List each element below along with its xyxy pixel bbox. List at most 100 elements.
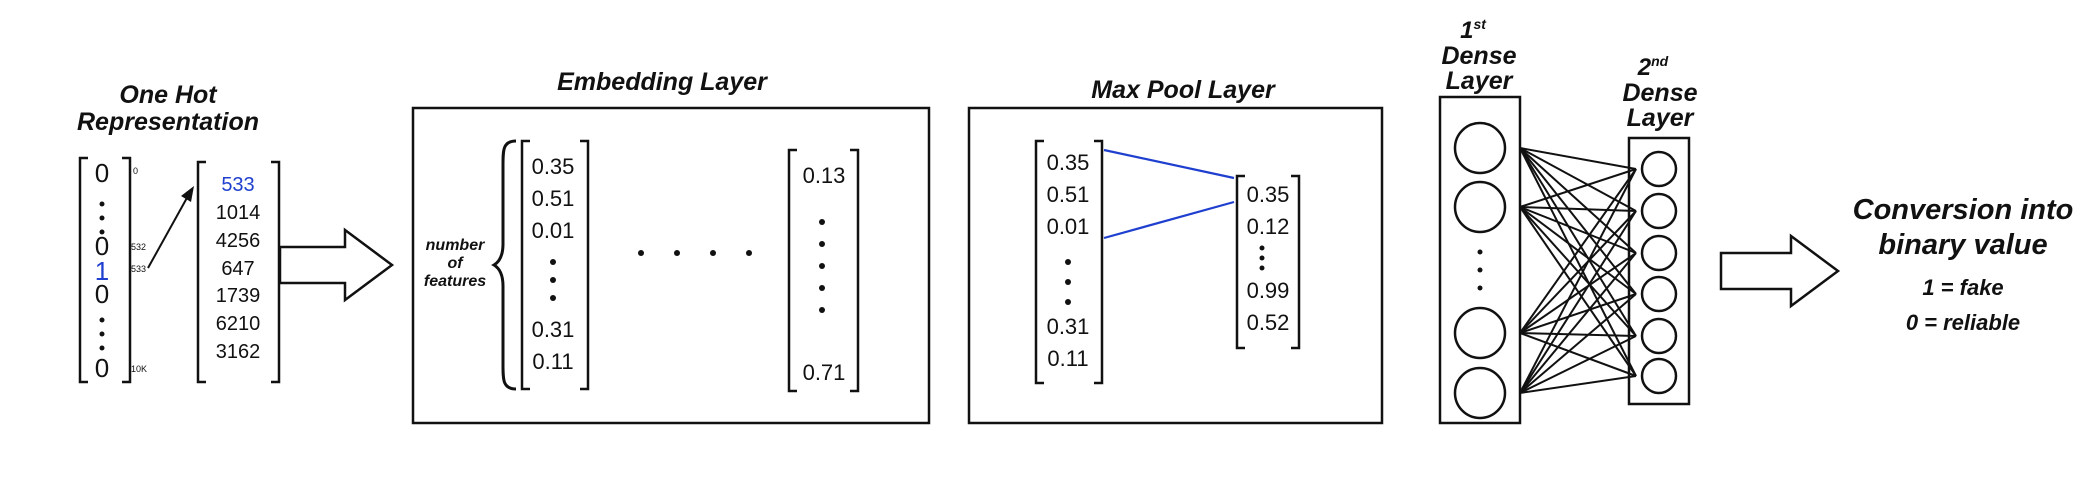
word-id-6: 3162 — [216, 341, 261, 363]
word-id-right-bracket — [271, 160, 281, 384]
flow-arrow-to-embedding — [278, 227, 395, 303]
conversion-title-line1: Conversion into — [1853, 194, 2074, 226]
embedding-last-value-top: 0.13 — [803, 163, 846, 188]
maxpool-input-dot — [1065, 299, 1071, 305]
dense2-neuron — [1640, 275, 1678, 313]
maxpool-output-0: 0.35 — [1247, 182, 1290, 207]
embedding-value-n1: 0.31 — [532, 317, 575, 342]
maxpool-box — [967, 106, 1384, 425]
word-id-5: 6210 — [216, 313, 261, 335]
embedding-last-dot — [819, 219, 825, 225]
dense2-neuron — [1640, 234, 1678, 272]
embedding-value-1: 0.51 — [532, 186, 575, 211]
dense2-ordinal: 2nd — [1637, 53, 1669, 81]
dense1-neuron — [1453, 180, 1507, 234]
word-id-left-bracket — [196, 160, 206, 384]
embedding-last-dot — [819, 263, 825, 269]
dense1-ordinal-num: 1 — [1460, 17, 1473, 44]
conversion-title-line2: binary value — [1878, 229, 2047, 261]
index-label-0: 0 — [133, 166, 138, 176]
lookup-arrow-head — [181, 186, 194, 202]
one-hot-value-533: 1 — [95, 256, 109, 286]
word-id-3: 647 — [221, 258, 254, 280]
dense2-ordinal-num: 2 — [1637, 54, 1652, 81]
one-hot-title-line1: One Hot — [119, 81, 218, 109]
embedding-value-0: 0.35 — [532, 154, 575, 179]
embedding-last-dot — [819, 307, 825, 313]
conversion-reliable-label: 0 = reliable — [1906, 310, 2020, 335]
one-hot-value-last: 0 — [95, 353, 109, 383]
maxpool-output-right-bracket — [1291, 174, 1301, 350]
dense-connections — [1519, 147, 1637, 394]
index-label-533: 533 — [131, 264, 146, 274]
maxpool-input-0: 0.35 — [1047, 150, 1090, 175]
features-label-line3: features — [424, 273, 486, 290]
maxpool-output-left-bracket — [1235, 174, 1245, 350]
maxpool-input-n1: 0.31 — [1047, 314, 1090, 339]
one-hot-value-0: 0 — [95, 158, 109, 188]
maxpool-output-1: 0.12 — [1247, 214, 1290, 239]
dense2-neuron — [1640, 357, 1678, 395]
dense1-ordinal-sup: st — [1473, 16, 1487, 32]
dense1-neuron — [1453, 306, 1507, 360]
features-label-line1: number — [426, 237, 485, 254]
index-label-532: 532 — [131, 242, 146, 252]
maxpool-output-dot — [1259, 265, 1265, 271]
embedding-dot — [550, 259, 556, 265]
dense1-ellipsis-dot — [1477, 285, 1483, 291]
one-hot-dot — [99, 345, 105, 351]
one-hot-dot — [99, 215, 105, 221]
one-hot-value-532: 0 — [95, 231, 109, 261]
word-id-4: 1739 — [216, 285, 261, 307]
dense1-neuron — [1453, 366, 1507, 420]
word-id-0: 533 — [221, 174, 254, 196]
dense1-title-line2: Layer — [1446, 67, 1514, 95]
one-hot-dot — [99, 331, 105, 337]
ellipsis-dot — [674, 250, 680, 256]
dense1-ellipsis-dot — [1477, 267, 1483, 273]
embedding-title: Embedding Layer — [557, 68, 768, 96]
pool-connection-line — [1103, 200, 1235, 240]
maxpool-input-right-bracket — [1094, 139, 1104, 385]
embedding-box — [411, 106, 931, 425]
embedding-value-n2: 0.11 — [532, 349, 573, 374]
one-hot-left-bracket — [78, 156, 88, 384]
ellipsis-dot — [638, 250, 644, 256]
dense2-neuron — [1640, 192, 1678, 230]
embedding-dot — [550, 277, 556, 283]
index-label-10k: 10K — [131, 364, 147, 374]
dense2-neuron — [1640, 150, 1678, 188]
one-hot-right-bracket — [122, 156, 132, 384]
embedding-dot — [550, 295, 556, 301]
dense1-title-line1: Dense — [1441, 42, 1516, 70]
word-id-2: 4256 — [216, 230, 261, 252]
pool-connection-line — [1103, 148, 1235, 180]
flow-arrow-to-conversion — [1719, 233, 1841, 309]
maxpool-output-n1: 0.99 — [1247, 278, 1290, 303]
embedding-value-2: 0.01 — [532, 218, 575, 243]
features-label-line2: of — [447, 255, 464, 272]
maxpool-output-dot — [1259, 255, 1265, 261]
dense1-ellipsis-dot — [1477, 249, 1483, 255]
one-hot-dot — [99, 201, 105, 207]
dense1-ordinal: 1st — [1460, 16, 1487, 44]
embedding-last-vector-left-bracket — [787, 148, 797, 393]
maxpool-output-n2: 0.52 — [1247, 310, 1290, 335]
maxpool-section: Max Pool Layer 0.35 0.51 0.01 0.31 0.11 … — [967, 76, 1384, 425]
ellipsis-dot — [710, 250, 716, 256]
conversion-section: Conversion into binary value 1 = fake 0 … — [1853, 194, 2074, 335]
maxpool-input-n2: 0.11 — [1047, 346, 1088, 371]
one-hot-title-line2: Representation — [77, 108, 259, 136]
word-id-1: 1014 — [216, 202, 261, 224]
embedding-last-dot — [819, 241, 825, 247]
one-hot-dot — [99, 229, 105, 235]
dense-section: 1st Dense Layer 2nd Dense Layer — [1438, 16, 1698, 425]
embedding-section: Embedding Layer number of features 0.35 … — [411, 68, 931, 425]
ellipsis-dot — [746, 250, 752, 256]
dense2-neuron — [1640, 317, 1678, 355]
dense1-neuron — [1453, 121, 1507, 175]
embedding-last-value-bottom: 0.71 — [803, 360, 846, 385]
maxpool-input-dot — [1065, 279, 1071, 285]
lookup-arrow-line — [147, 195, 189, 269]
